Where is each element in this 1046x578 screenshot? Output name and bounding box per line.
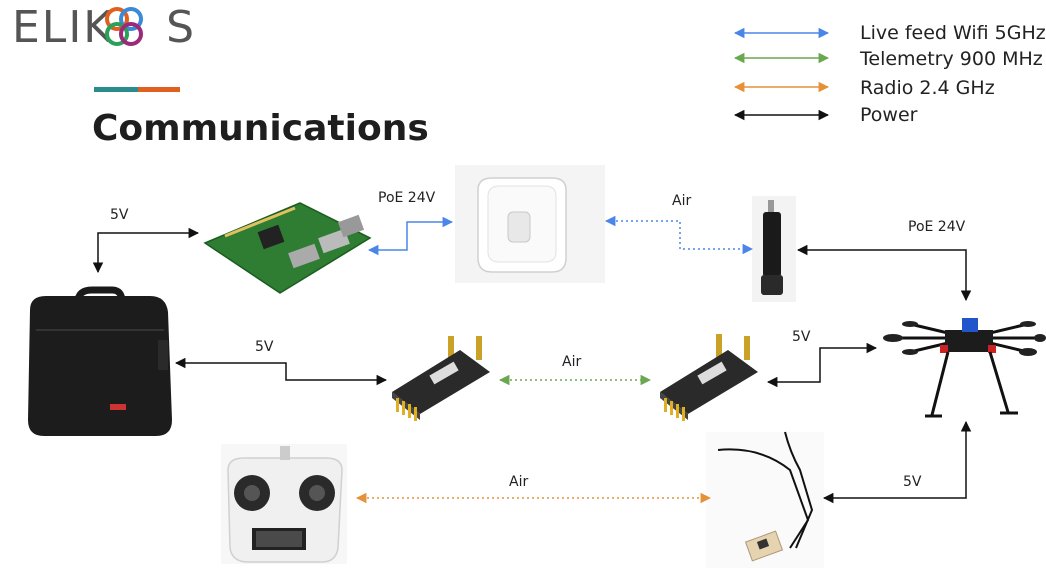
receiver-icon [706,431,824,568]
label-case-telemetry-power: 5V [255,339,274,355]
line-telemetry-drone-power [766,342,878,388]
label-case-pi-power: 5V [110,207,129,223]
legend-label-power: Power [860,104,918,126]
raspberry-pi-icon [203,202,372,294]
drone-icon [883,318,1046,418]
line-antenna-drone-poe [796,244,972,302]
line-receiver-drone-power [822,420,972,504]
line-case-telemetry-power [174,357,388,386]
legend-label-wifi: Live feed Wifi 5GHz [860,22,1046,44]
line-pi-ap-poe [367,216,454,256]
access-point-icon [455,165,605,283]
logo-text-right: S [166,2,197,53]
telemetry-module-icon-2 [660,334,758,421]
logo-rings-icon [105,7,143,46]
case-icon [28,286,172,436]
label-radio-air: Air [509,474,529,490]
line-ap-antenna-air [604,215,754,255]
legend-label-radio: Radio 2.4 GHz [860,77,995,99]
label-telemetry-air: Air [562,354,582,370]
label-ap-antenna-air: Air [672,193,692,209]
label-telemetry-drone-power: 5V [792,329,811,345]
logo-text-left: ELIK [12,2,115,53]
legend-label-telemetry: Telemetry 900 MHz [860,48,1043,70]
telemetry-module-icon-1 [392,336,490,421]
logo: ELIK S [12,2,196,53]
antenna-icon [752,196,796,302]
page-title: Communications [92,108,429,149]
label-antenna-drone-poe: PoE 24V [908,219,966,235]
label-pi-ap-poe: PoE 24V [378,190,436,206]
transmitter-icon [221,444,347,564]
title-accent-bar [94,87,180,92]
line-case-pi-power [92,227,200,274]
